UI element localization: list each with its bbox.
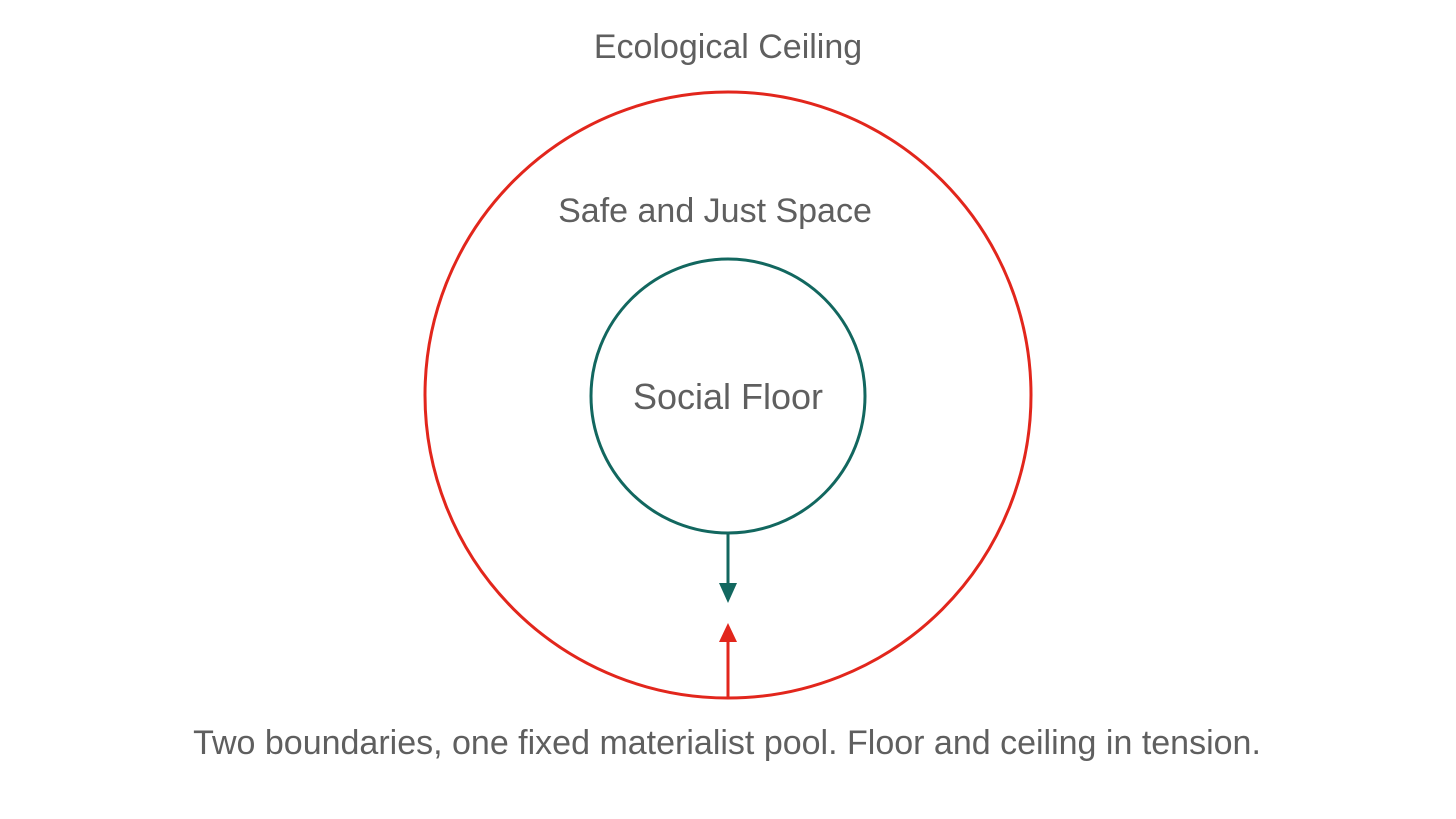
floor-arrow-head	[719, 583, 737, 603]
ceiling-pressure-arrow	[719, 623, 737, 697]
safe-and-just-space-label: Safe and Just Space	[558, 192, 872, 230]
floor-pressure-arrow	[719, 533, 737, 603]
ceiling-arrow-head	[719, 623, 737, 642]
ecological-ceiling-circle	[423, 90, 1033, 700]
ecological-ceiling-label: Ecological Ceiling	[594, 28, 862, 66]
diagram-caption: Two boundaries, one fixed materialist po…	[193, 724, 1261, 762]
social-floor-label: Social Floor	[633, 376, 823, 417]
